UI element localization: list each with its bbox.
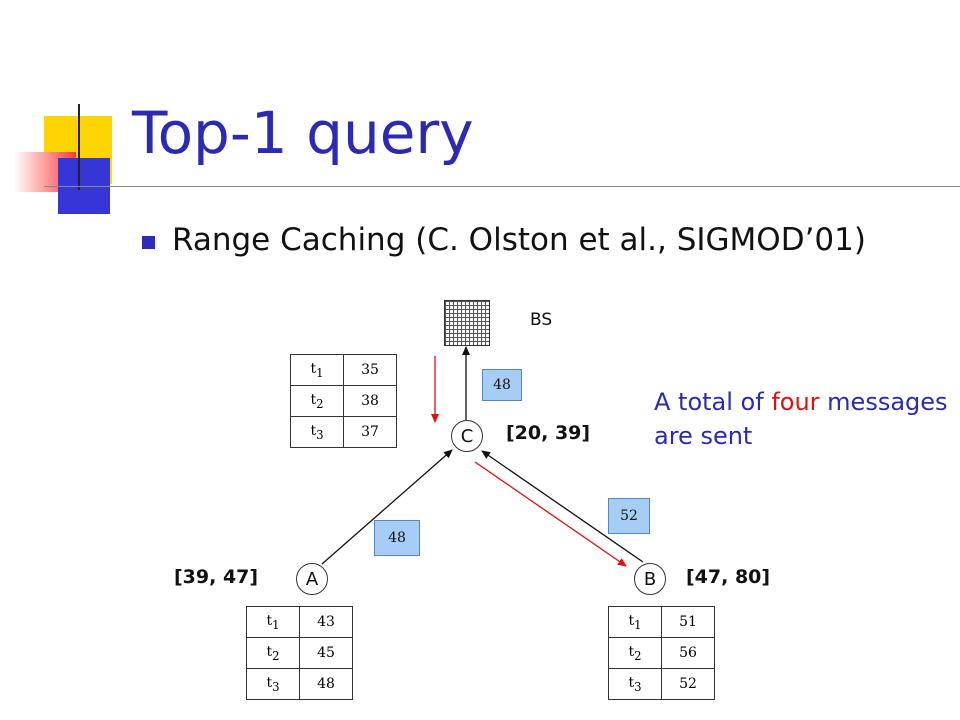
base-station-icon: [444, 300, 490, 346]
message-c-to-bs: 48: [482, 369, 522, 401]
arrow-a-to-c: [321, 449, 453, 565]
message-count-highlight: four: [771, 388, 820, 416]
node-a: A: [296, 563, 328, 595]
node-c: C: [451, 420, 483, 452]
message-count-note: A total of four messages are sent: [654, 388, 948, 450]
range-b: [47, 80]: [686, 566, 771, 588]
message-b-to-c: 52: [608, 498, 650, 534]
arrow-b-to-c: [481, 450, 644, 563]
message-a-to-c: 48: [374, 520, 420, 556]
node-b: B: [634, 563, 666, 595]
bullet-icon: [142, 236, 155, 249]
slide-title: Top-1 query: [132, 99, 474, 167]
base-station-label: BS: [530, 310, 553, 330]
arrow-c-to-b: [474, 461, 627, 567]
bullet-text: Range Caching (C. Olston et al., SIGMOD’…: [172, 222, 866, 258]
range-c: [20, 39]: [506, 422, 591, 444]
title-underline: [44, 186, 960, 187]
range-a: [39, 47]: [174, 566, 259, 588]
title-decoration-line: [78, 104, 80, 190]
